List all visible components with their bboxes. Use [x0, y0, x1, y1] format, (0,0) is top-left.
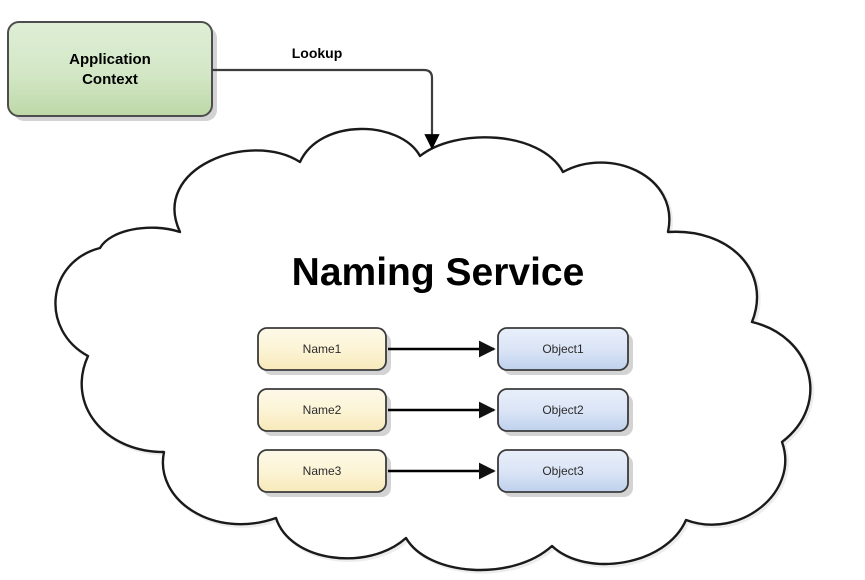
application-context-label-line1: Application [69, 51, 151, 68]
name-box-label: Name2 [303, 403, 342, 417]
name-box[interactable]: Name3 [257, 449, 391, 497]
object-box-label: Object2 [542, 403, 584, 417]
object-box-rect[interactable] [497, 449, 629, 493]
object-box-label: Object3 [542, 464, 584, 478]
application-context-box[interactable]: Application Context [7, 21, 217, 121]
cloud-title: Naming Service [292, 251, 585, 294]
lookup-connector-line[interactable] [212, 68, 440, 150]
name-box[interactable]: Name1 [257, 327, 391, 375]
object-box[interactable]: Object3 [497, 449, 633, 497]
object-box-rect[interactable] [497, 388, 629, 432]
object-box[interactable]: Object2 [497, 388, 633, 436]
object-box-label: Object1 [542, 342, 584, 356]
binding-row: Name1 Object1 [257, 327, 633, 375]
naming-service-cloud [54, 127, 814, 574]
binding-row: Name2 Object2 [257, 388, 633, 436]
lookup-connector-label: Lookup [292, 45, 343, 61]
name-box-rect[interactable] [257, 327, 387, 371]
name-box-label: Name3 [303, 464, 342, 478]
application-context-label-line2: Context [82, 71, 138, 88]
name-box-rect[interactable] [257, 388, 387, 432]
object-box-rect[interactable] [497, 327, 629, 371]
lookup-connector[interactable]: Lookup [212, 45, 440, 150]
binding-row: Name3 Object3 [257, 449, 633, 497]
name-box[interactable]: Name2 [257, 388, 391, 436]
name-box-label: Name1 [303, 342, 342, 356]
application-context-rect[interactable] [7, 21, 213, 117]
name-box-rect[interactable] [257, 449, 387, 493]
object-box[interactable]: Object1 [497, 327, 633, 375]
